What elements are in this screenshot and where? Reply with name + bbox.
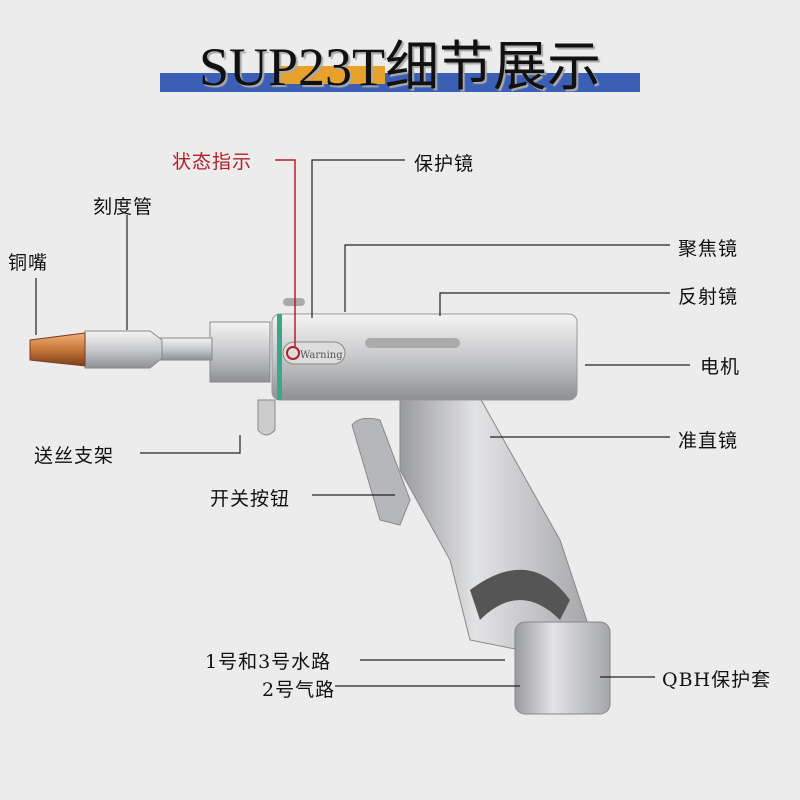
warning-plate bbox=[282, 341, 346, 365]
protect-lens-knob[interactable] bbox=[283, 298, 305, 306]
scale-tube bbox=[84, 330, 163, 369]
label-status: 状态指示 bbox=[172, 151, 253, 173]
label-scale-tube: 刻度管 bbox=[93, 196, 154, 218]
page-title: SUP23T细节展示 bbox=[198, 37, 602, 97]
warning-text: Warning bbox=[300, 350, 343, 361]
label-focus-lens: 聚焦镜 bbox=[678, 238, 739, 260]
body-slot bbox=[365, 338, 460, 348]
label-copper-nozzle: 铜嘴 bbox=[8, 252, 49, 274]
rod bbox=[159, 337, 213, 361]
label-wire-bracket: 送丝支架 bbox=[34, 445, 115, 467]
label-switch: 开关按钮 bbox=[210, 488, 291, 510]
qbh-sleeve bbox=[514, 621, 611, 715]
lock-nut bbox=[209, 321, 271, 383]
label-protect-lens: 保护镜 bbox=[414, 153, 475, 175]
label-reflect-lens: 反射镜 bbox=[678, 286, 739, 308]
leader-wire-bracket bbox=[140, 435, 241, 454]
wire-bracket bbox=[257, 399, 276, 436]
trigger-switch[interactable] bbox=[351, 417, 411, 526]
gun-body bbox=[271, 313, 578, 401]
leader-status bbox=[275, 159, 296, 348]
seal-ring bbox=[277, 314, 282, 400]
leader-focus-lens bbox=[344, 244, 670, 312]
label-collimator: 准直镜 bbox=[678, 430, 739, 452]
status-indicator-light bbox=[286, 346, 300, 360]
title-accent bbox=[275, 66, 385, 84]
leader-protect-lens bbox=[311, 159, 405, 318]
label-water: 1号和3号水路 bbox=[205, 651, 332, 673]
label-motor: 电机 bbox=[700, 356, 741, 378]
label-qbh: QBH保护套 bbox=[662, 669, 772, 691]
label-gas: 2号气路 bbox=[262, 679, 336, 701]
leader-reflect-lens bbox=[439, 292, 670, 316]
handle-groove bbox=[470, 569, 570, 620]
copper-nozzle bbox=[29, 332, 86, 367]
